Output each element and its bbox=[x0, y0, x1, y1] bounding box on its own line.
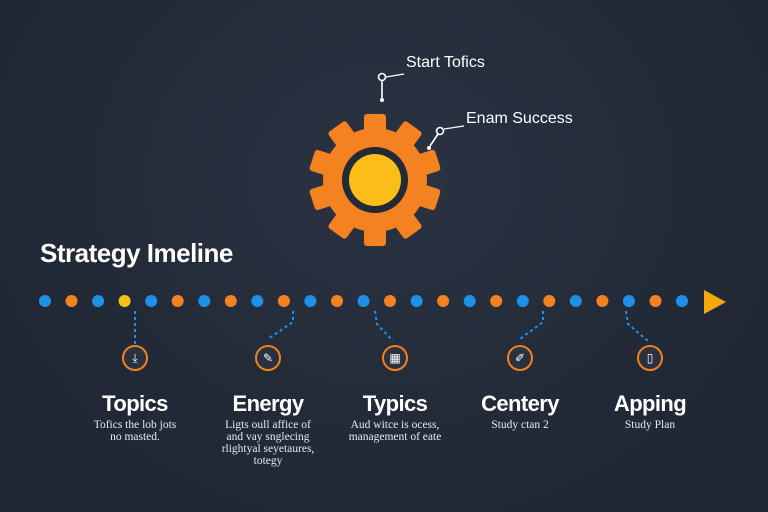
connector-apping bbox=[625, 310, 649, 342]
milestone-title: Apping bbox=[613, 391, 687, 416]
milestone-title: Typics bbox=[362, 391, 428, 416]
milestone-title: Energy bbox=[232, 391, 305, 416]
milestone-description-line: no masted. bbox=[110, 431, 160, 443]
timeline-dot bbox=[277, 295, 290, 307]
download-icon: ⤓ bbox=[122, 345, 148, 371]
milestone-description-line: rlightyal seyetaures, bbox=[221, 443, 315, 455]
milestone-description-line: Ligts oull affice of bbox=[225, 419, 311, 431]
timeline-dot bbox=[198, 295, 211, 307]
milestone-description: Study Plan bbox=[575, 419, 725, 431]
timeline-dot bbox=[304, 295, 317, 307]
timeline-dot bbox=[596, 295, 609, 307]
timeline-arrow-icon bbox=[704, 290, 726, 314]
callout-start-topics: Start Tofics bbox=[406, 54, 485, 71]
callout-start-connector bbox=[377, 72, 405, 102]
timeline-dot bbox=[39, 295, 51, 307]
timeline-dot bbox=[410, 295, 423, 307]
milestone-connectors bbox=[134, 310, 649, 345]
milestone-description-line: Tofics the lob jots bbox=[93, 419, 177, 431]
timeline-dot bbox=[437, 295, 450, 307]
milestone-title: Centery bbox=[481, 391, 559, 416]
diagram-title: Strategy Imeline bbox=[40, 238, 233, 268]
pencil-icon: ✐ bbox=[507, 345, 533, 371]
timeline-dot bbox=[490, 295, 503, 307]
timeline-dot bbox=[384, 295, 396, 307]
timeline-dot bbox=[463, 295, 476, 307]
connector-centery bbox=[519, 311, 544, 340]
callout-success-connector bbox=[427, 125, 465, 150]
grid-icon: ▦ bbox=[382, 345, 408, 371]
milestone-description: Aud witce is ocess,management of eate bbox=[320, 419, 470, 443]
milestone-description-line: Study ctan 2 bbox=[491, 419, 549, 431]
phone-icon: ▯ bbox=[637, 345, 663, 371]
gear-core bbox=[349, 154, 401, 206]
timeline-dot bbox=[145, 295, 158, 307]
timeline-dot bbox=[118, 295, 131, 307]
milestone-description-line: Aud witce is ocess, bbox=[350, 419, 440, 431]
milestone-title: Topics bbox=[102, 391, 168, 416]
timeline-dot bbox=[543, 295, 556, 307]
timeline-dot bbox=[516, 295, 529, 307]
timeline-dot bbox=[65, 295, 78, 307]
timeline-dot bbox=[649, 295, 662, 307]
timeline-dot bbox=[92, 295, 105, 307]
timeline-track bbox=[39, 295, 688, 307]
timeline-dot bbox=[331, 295, 343, 307]
callout-exam-success: Enam Success bbox=[466, 110, 573, 127]
timeline-dot bbox=[569, 295, 582, 307]
milestone-description-line: Study Plan bbox=[624, 419, 676, 431]
timeline-dot bbox=[224, 295, 237, 307]
milestone-description: Study ctan 2 bbox=[445, 419, 595, 431]
milestone-description-line: and vay snglecing bbox=[226, 431, 310, 443]
timeline-dot bbox=[251, 295, 264, 307]
milestone-description-line: totegy bbox=[253, 455, 283, 467]
pen-icon: ✎ bbox=[255, 345, 281, 371]
timeline-dot bbox=[171, 295, 184, 307]
gear-icon bbox=[309, 114, 441, 246]
connector-typics bbox=[374, 310, 394, 342]
timeline-dot bbox=[676, 295, 688, 307]
milestone-description-line: management of eate bbox=[348, 431, 442, 443]
timeline-dot bbox=[622, 295, 635, 307]
connector-energy bbox=[267, 311, 294, 340]
timeline-dot bbox=[357, 295, 370, 307]
